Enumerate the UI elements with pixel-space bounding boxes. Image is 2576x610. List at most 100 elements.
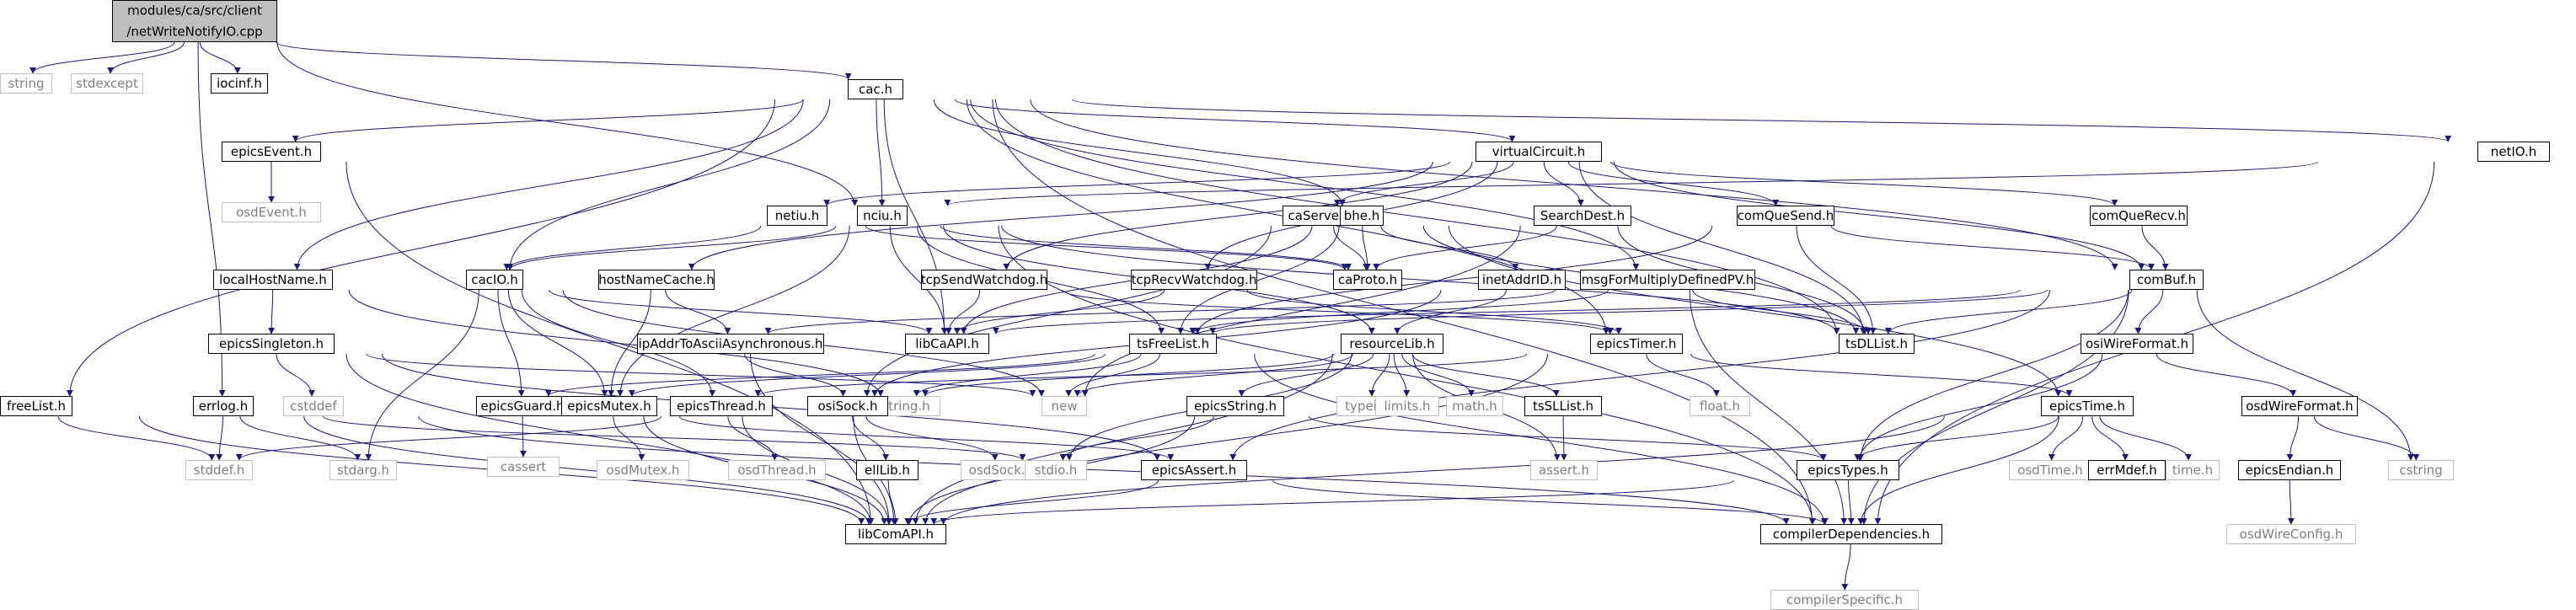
node-tsDLList[interactable]: tsDLList.h	[1839, 334, 1915, 354]
node-caProto[interactable]: caProto.h	[1333, 270, 1402, 290]
node-tcpRecvWatchdog[interactable]: tcpRecvWatchdog.h	[1131, 270, 1257, 290]
node-compilerDependencies[interactable]: compilerDependencies.h	[1760, 524, 1942, 544]
node-osiSock[interactable]: osiSock.h	[807, 396, 888, 416]
node-cstddef: cstddef	[283, 396, 344, 416]
node-box-assert	[1530, 460, 1598, 480]
node-epicsTypes[interactable]: epicsTypes.h	[1797, 460, 1899, 480]
node-epicsTimer[interactable]: epicsTimer.h	[1590, 334, 1683, 354]
node-tsSLList[interactable]: tsSLList.h	[1524, 396, 1602, 416]
node-virtualCircuit[interactable]: virtualCircuit.h	[1475, 142, 1602, 162]
node-SearchDest[interactable]: SearchDest.h	[1534, 206, 1631, 226]
include-edge-cac-virtualCircuit	[954, 99, 1516, 142]
node-label-epicsThread: epicsThread.h	[677, 399, 766, 414]
node-osdEvent: osdEvent.h	[222, 202, 321, 222]
node-netiu[interactable]: netiu.h	[767, 206, 827, 226]
include-edge-msgForMultiplyDefinedPV-ipAddrToAsciiAsynchronous	[764, 289, 1556, 334]
node-label-stdexcept: stdexcept	[76, 76, 138, 91]
include-edge-hostNameCache-epicsMutex	[608, 289, 651, 397]
node-epicsEndian[interactable]: epicsEndian.h	[2238, 460, 2341, 480]
include-edge-comBuf-tsFreeList	[1209, 289, 2048, 334]
node-libComAPI[interactable]: libComAPI.h	[845, 524, 946, 544]
include-edge-virtualCircuit-SearchDest	[1543, 161, 1584, 206]
include-edge-tcpRecvWatchdog-libCaAPI	[953, 289, 1165, 334]
include-edge-tcpRecvWatchdog-epicsTimer	[1246, 289, 1622, 334]
node-box-math	[1446, 396, 1503, 416]
node-label-osdWireConfig: osdWireConfig.h	[2240, 527, 2343, 542]
include-edge-nciu-libCaAPI	[889, 225, 948, 334]
include-edge-tsFreeList-epicsGuard	[545, 353, 1095, 397]
node-epicsAssert[interactable]: epicsAssert.h	[1141, 460, 1247, 480]
node-iocinf[interactable]: iocinf.h	[211, 73, 268, 94]
node-box-compilerDependencies	[1760, 524, 1942, 544]
node-osiWireFormat[interactable]: osiWireFormat.h	[2081, 334, 2193, 354]
node-box-epicsTime	[2041, 396, 2134, 416]
node-localHostName[interactable]: localHostName.h	[213, 270, 333, 290]
node-hostNameCache[interactable]: hostNameCache.h	[598, 270, 715, 290]
node-resourceLib[interactable]: resourceLib.h	[1341, 334, 1443, 354]
node-freeList[interactable]: freeList.h	[0, 396, 72, 416]
include-edge-ellLib-libComAPI	[887, 479, 899, 525]
include-edge-comBuf-osiWireFormat	[2134, 289, 2164, 334]
node-stdio: stdio.h	[1025, 460, 1087, 480]
include-edge-epicsAssert-compilerDependencies	[1272, 479, 1829, 525]
node-epicsThread[interactable]: epicsThread.h	[670, 396, 773, 416]
include-edge-bhe-epicsTime	[1448, 225, 2062, 397]
include-edge-root-errlog	[197, 41, 226, 397]
node-label-comBuf: comBuf.h	[2137, 272, 2196, 287]
node-errlog[interactable]: errlog.h	[193, 396, 254, 416]
node-time: time.h	[2166, 460, 2220, 480]
node-box-float	[1690, 396, 1750, 416]
include-edge-resourceLib-math	[1401, 353, 1475, 397]
node-box-libComAPI	[845, 524, 946, 544]
include-edge-comQueSend-tsFreeList	[1194, 225, 1713, 334]
node-epicsTime[interactable]: epicsTime.h	[2041, 396, 2134, 416]
node-box-epicsTypes	[1797, 460, 1899, 480]
include-edge-cac-bhe	[933, 99, 1346, 206]
node-box-time	[2166, 460, 2220, 480]
node-ipAddrToAsciiAsynchronous[interactable]: ipAddrToAsciiAsynchronous.h	[637, 334, 824, 354]
node-bhe[interactable]: bhe.h	[1340, 206, 1384, 226]
node-box-epicsTimer	[1590, 334, 1683, 354]
node-box-hostNameCache	[598, 270, 715, 290]
node-msgForMultiplyDefinedPV[interactable]: msgForMultiplyDefinedPV.h	[1580, 270, 1755, 290]
node-label-ipAddrToAsciiAsynchronous: ipAddrToAsciiAsynchronous.h	[639, 336, 823, 351]
node-epicsEvent[interactable]: epicsEvent.h	[222, 142, 321, 162]
node-tcpSendWatchdog[interactable]: tcpSendWatchdog.h	[921, 270, 1048, 290]
include-edge-epicsEndian-osdWireConfig	[2287, 479, 2295, 525]
node-box-SearchDest	[1534, 206, 1631, 226]
node-nciu[interactable]: nciu.h	[857, 206, 908, 226]
node-inetAddrID[interactable]: inetAddrID.h	[1478, 270, 1566, 290]
node-label-libComAPI: libComAPI.h	[858, 527, 934, 542]
node-label-ellLib: ellLib.h	[865, 463, 910, 478]
node-libCaAPI[interactable]: libCaAPI.h	[905, 334, 989, 354]
node-box-tcpRecvWatchdog	[1131, 270, 1257, 290]
node-box-ipAddrToAsciiAsynchronous	[637, 334, 824, 354]
node-epicsMutex[interactable]: epicsMutex.h	[561, 396, 657, 416]
include-edge-cac-netIO	[1071, 99, 2451, 142]
include-edge-virtualCircuit-comQueSend	[1567, 161, 1780, 206]
node-epicsString[interactable]: epicsString.h	[1186, 396, 1284, 416]
node-cac[interactable]: cac.h	[848, 79, 903, 99]
node-epicsSingleton[interactable]: epicsSingleton.h	[208, 334, 335, 354]
include-edge-epicsTypes-libComAPI	[930, 479, 1734, 525]
include-edge-cac-localHostName	[293, 99, 804, 270]
node-tsFreeList[interactable]: tsFreeList.h	[1129, 334, 1217, 354]
include-edge-epicsSingleton-cstddef	[276, 353, 315, 397]
node-errMdef[interactable]: errMdef.h	[2088, 460, 2166, 480]
node-label-epicsTimer: epicsTimer.h	[1597, 336, 1677, 351]
node-ellLib[interactable]: ellLib.h	[856, 460, 918, 480]
include-edge-epicsString-epicsTypes	[1308, 415, 1827, 461]
node-label-string: string	[8, 76, 44, 91]
node-netIO[interactable]: netIO.h	[2477, 142, 2550, 162]
node-comQueRecv[interactable]: comQueRecv.h	[2090, 206, 2188, 226]
node-epicsGuard[interactable]: epicsGuard.h	[476, 396, 569, 416]
node-label-stdio: stdio.h	[1035, 463, 1078, 478]
node-cacIO[interactable]: cacIO.h	[466, 270, 523, 290]
node-comBuf[interactable]: comBuf.h	[2129, 270, 2204, 290]
include-edge-tsFreeList-epicsMutex	[628, 353, 1106, 397]
node-label-inetAddrID: inetAddrID.h	[1482, 272, 1561, 287]
node-osdWireFormat[interactable]: osdWireFormat.h	[2241, 396, 2358, 416]
node-comQueSend[interactable]: comQueSend.h	[1737, 206, 1834, 226]
node-box-osdWireFormat	[2241, 396, 2358, 416]
node-box-epicsSingleton	[208, 334, 335, 354]
